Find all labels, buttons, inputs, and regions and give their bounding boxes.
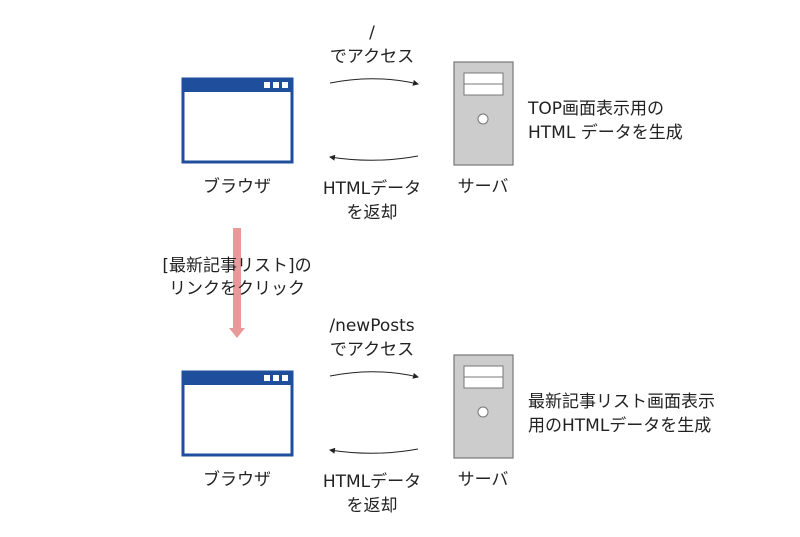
- server-note-line1: 最新記事リスト画面表示: [528, 392, 715, 412]
- request-label: でアクセス: [330, 340, 414, 360]
- request-label: でアクセス: [330, 47, 414, 67]
- click-transition-arrow: [229, 228, 245, 338]
- browser-window-icon: [181, 77, 294, 164]
- request-arrow: [329, 371, 419, 379]
- server-note-line2: 用のHTMLデータを生成: [528, 415, 711, 436]
- browser-window-icon: [181, 370, 294, 457]
- transition-label-line2: リンクをクリック: [169, 279, 305, 299]
- transition-label-line1: [最新記事リスト]の: [162, 256, 311, 276]
- server-label: サーバ: [458, 177, 509, 197]
- browser-label: ブラウザ: [203, 469, 271, 490]
- server-icon: [453, 354, 514, 459]
- response-label-line1: HTMLデータ: [323, 178, 421, 199]
- request-arrow: [329, 78, 419, 86]
- step2-group: ブラウザ /newPosts でアクセス HTMLデータ を返却 サーバ 最新記…: [181, 316, 715, 516]
- response-arrow: [329, 447, 419, 454]
- request-path: /newPosts: [329, 316, 414, 336]
- step1-group: ブラウザ / でアクセス HTMLデータ を返却 サーバ TOP画面表示用の H…: [181, 23, 683, 223]
- server-note-line2: HTML データを生成: [528, 122, 683, 143]
- request-path: /: [369, 23, 375, 43]
- browser-label: ブラウザ: [203, 176, 271, 197]
- response-label-line2: を返却: [347, 203, 398, 223]
- response-label-line2: を返却: [347, 496, 398, 516]
- server-label: サーバ: [458, 470, 509, 490]
- server-icon: [453, 61, 514, 166]
- response-label-line1: HTMLデータ: [323, 471, 421, 492]
- server-note-line1: TOP画面表示用の: [527, 99, 664, 119]
- response-arrow: [329, 154, 419, 161]
